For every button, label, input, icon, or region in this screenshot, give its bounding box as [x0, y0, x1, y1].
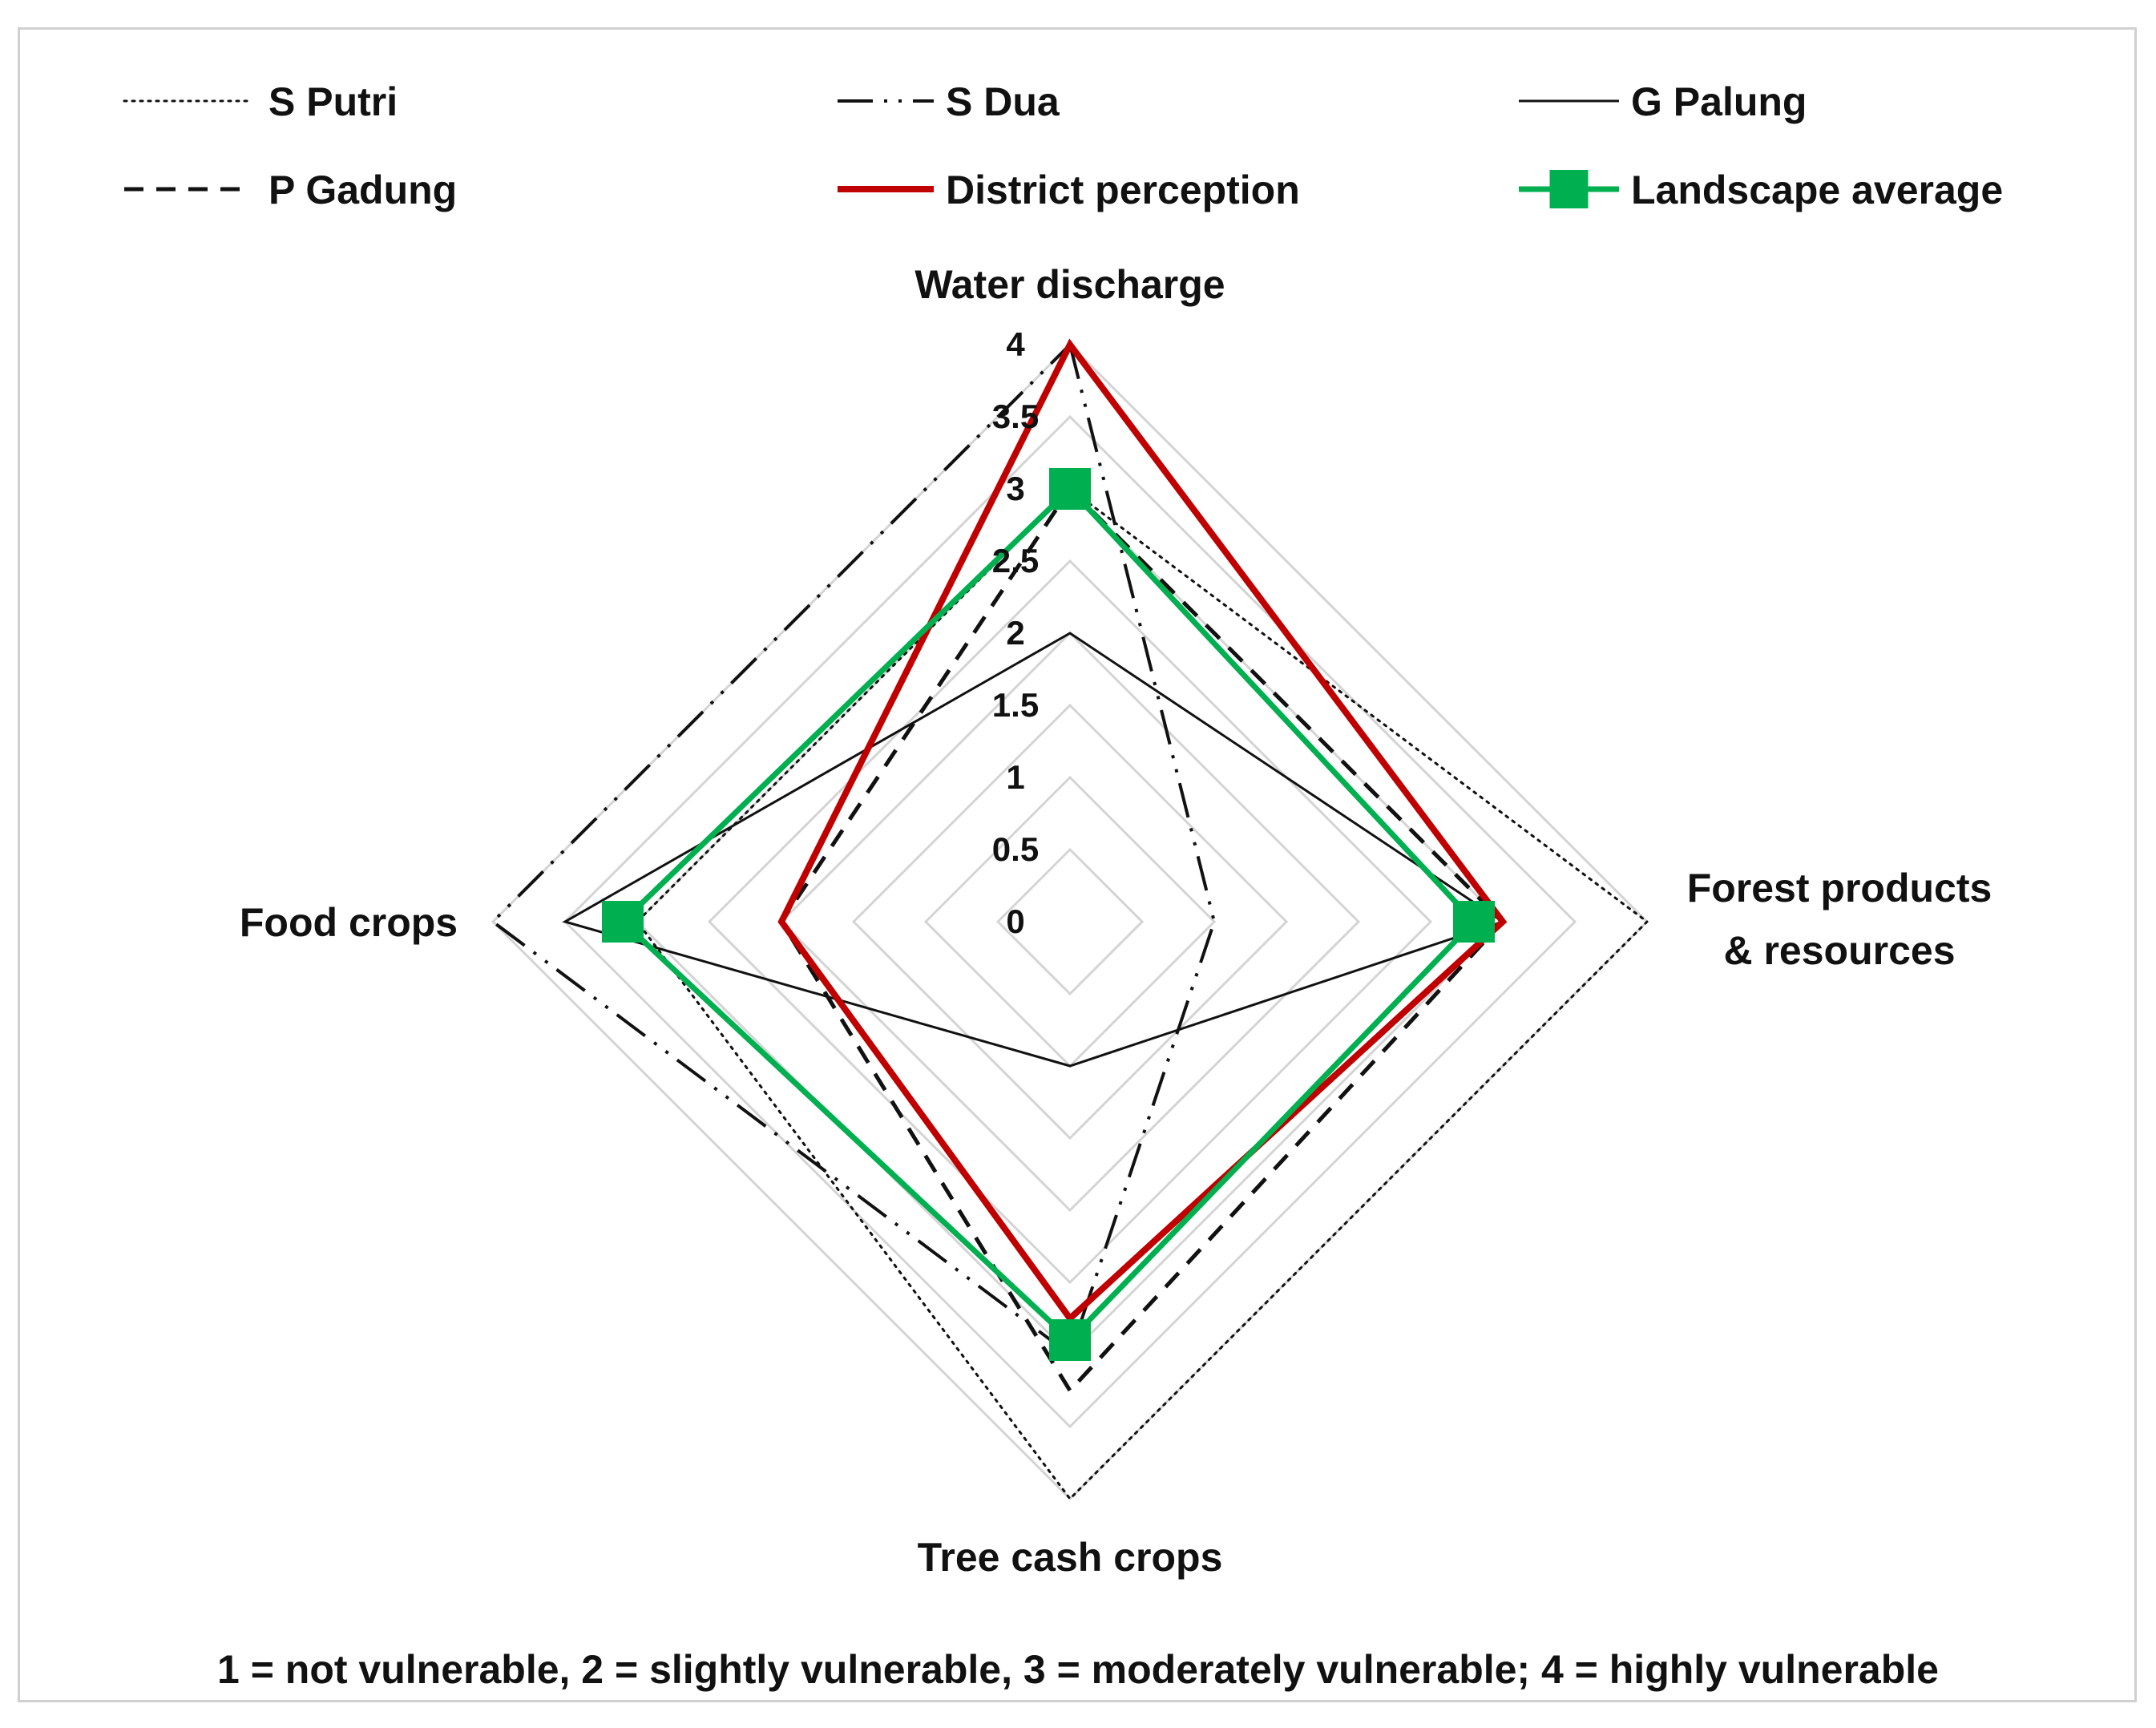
legend-label-4: District perception	[946, 168, 1300, 212]
tick-label-6: 3	[1006, 470, 1024, 507]
series-point-5-2	[1049, 1319, 1091, 1361]
tick-label-4: 2	[1006, 614, 1024, 652]
grid-ring-7	[563, 414, 1577, 1429]
legend-label-0: S Putri	[268, 79, 398, 124]
tick-label-2: 1	[1006, 758, 1024, 796]
tick-label-1: 0.5	[992, 830, 1039, 868]
tick-label-7: 3.5	[992, 398, 1039, 435]
tick-label-0: 0	[1006, 902, 1024, 940]
series-line-3	[779, 486, 1506, 1395]
series-line-4	[777, 338, 1508, 1323]
tick-label-8: 4	[1006, 325, 1025, 363]
grid-ring-6	[635, 487, 1505, 1357]
axis-label-3-0: Food crops	[240, 900, 458, 945]
series-point-5-3	[602, 901, 644, 943]
series-line-5	[618, 485, 1478, 1344]
legend-label-5: Landscape average	[1631, 168, 2003, 212]
grid-ring-5	[707, 559, 1433, 1285]
legend-label-1: S Dua	[946, 79, 1060, 124]
legend-marker-5	[1549, 170, 1589, 208]
series-layer	[490, 338, 1649, 1501]
series-line-2	[562, 632, 1506, 1068]
chart-frame	[18, 27, 2137, 1702]
grid-ring-4	[779, 631, 1361, 1213]
series-line-0	[636, 487, 1649, 1501]
tick-labels: 0 0.5 1 1.5 2 2.5 3 3.5 4	[992, 325, 1039, 940]
legend: S Putri S Dua G Palung P Gadung District per…	[123, 79, 2003, 212]
grid-ring-1	[995, 847, 1145, 996]
tick-label-5: 2.5	[992, 542, 1039, 579]
series-point-5-1	[1453, 901, 1495, 943]
grid-ring-3	[851, 703, 1289, 1141]
tick-label-3: 1.5	[992, 686, 1039, 724]
legend-label-2: G Palung	[1631, 79, 1807, 124]
axis-label-0-0: Water discharge	[914, 262, 1225, 307]
legend-label-3: P Gadung	[268, 168, 457, 212]
grid-ring-2	[923, 775, 1217, 1068]
axis-label-2-0: Tree cash crops	[918, 1535, 1223, 1580]
series-line-1	[490, 341, 1217, 1358]
axis-label-1-0: Forest products	[1687, 866, 1992, 910]
series-point-5-0	[1049, 468, 1091, 510]
axis-label-1-1: & resources	[1723, 928, 1955, 973]
scale-note: 1 = not vulnerable, 2 = slightly vulnera…	[217, 1647, 1939, 1692]
